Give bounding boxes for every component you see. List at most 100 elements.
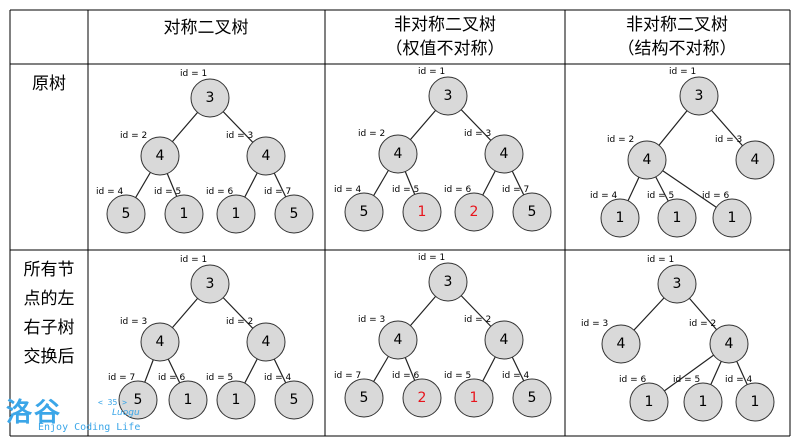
node-id-label: id = 6 [206,187,233,197]
node-value: 4 [617,336,626,352]
tree-node [164,194,204,234]
tree-node [712,198,752,238]
node-id-label: id = 7 [502,185,529,195]
node-id-label: id = 7 [108,373,135,383]
tree-node [454,192,494,232]
node-id-label: id = 3 [715,135,742,145]
node-id-label: id = 5 [154,187,181,197]
node-id-label: id = 5 [444,371,471,381]
node-value: 5 [360,390,369,406]
tree-node [679,76,719,116]
node-value: 1 [673,210,682,226]
node-value: 1 [616,210,625,226]
node-value: 3 [444,274,453,290]
node-value: 3 [444,88,453,104]
node-value: 1 [418,204,427,220]
node-value: 5 [360,204,369,220]
node-id-label: id = 1 [647,255,674,265]
node-id-label: id = 3 [120,317,147,327]
tree-node [140,322,180,362]
tree-node [657,198,697,238]
node-id-label: id = 3 [358,315,385,325]
node-value: 4 [500,146,509,162]
node-id-label: id = 3 [581,319,608,329]
node-value: 4 [751,152,760,168]
node-value: 5 [122,206,131,222]
luogu-logo: 洛谷 < 35 > Luogu Enjoy Coding Life [2,392,162,440]
tree-node [168,380,208,420]
column-header-value-asymmetric: 非对称二叉树 [394,15,496,35]
node-id-label: id = 1 [418,253,445,263]
tree-node [246,322,286,362]
node-value: 4 [156,148,165,164]
tree-node [378,134,418,174]
tree-node [344,378,384,418]
node-value: 3 [673,276,682,292]
tree-node [190,264,230,304]
logo-brand-text: 洛谷 [6,398,63,428]
tree-node [709,324,749,364]
node-id-label: id = 3 [464,129,491,139]
node-value: 4 [500,332,509,348]
node-value: 4 [394,146,403,162]
tree-node [216,194,256,234]
node-value: 3 [206,90,215,106]
node-id-label: id = 1 [180,255,207,265]
tree-node [106,194,146,234]
node-value: 1 [645,394,654,410]
node-value: 4 [643,152,652,168]
node-id-label: id = 3 [226,131,253,141]
node-id-label: id = 5 [206,373,233,383]
table-grid [9,9,791,437]
node-value: 1 [180,206,189,222]
tree-node [402,192,442,232]
tree-node [512,192,552,232]
node-id-label: id = 6 [158,373,185,383]
tree-node [657,264,697,304]
column-subheader-structure-asymmetric: （结构不对称） [618,39,737,59]
node-id-label: id = 2 [226,317,253,327]
node-id-label: id = 2 [464,315,491,325]
column-subheader-value-asymmetric: （权值不对称） [386,39,505,59]
tree-diagrams: 3 id = 1 4 id = 2 4 id = 3 5 id = 4 1 id = 5 1 id =… [96,67,775,422]
node-id-label: id = 5 [647,191,674,201]
node-id-label: id = 2 [607,135,634,145]
node-id-label: id = 1 [418,67,445,77]
tree-node [428,262,468,302]
node-value: 1 [751,394,760,410]
tree-node [274,380,314,420]
tree-node [600,198,640,238]
node-value: 4 [725,336,734,352]
node-value: 5 [290,392,299,408]
tree-node [190,78,230,118]
node-id-label: id = 6 [444,185,471,195]
node-value: 4 [156,334,165,350]
tree-node [627,140,667,180]
node-id-label: id = 5 [673,375,700,385]
node-id-label: id = 4 [590,191,617,201]
node-id-label: id = 4 [502,371,529,381]
node-id-label: id = 7 [334,371,361,381]
column-header-structure-asymmetric: 非对称二叉树 [626,15,728,35]
node-value: 5 [528,204,537,220]
node-value: 1 [470,390,479,406]
node-id-label: id = 6 [702,191,729,201]
tree-node [140,136,180,176]
node-id-label: id = 4 [264,373,291,383]
tree-node [629,382,669,422]
node-value: 4 [262,148,271,164]
node-value: 5 [528,390,537,406]
node-value: 2 [418,390,427,406]
tree-node [735,382,775,422]
node-value: 1 [699,394,708,410]
node-id-label: id = 2 [358,129,385,139]
tree-node [484,134,524,174]
tree-node [454,378,494,418]
